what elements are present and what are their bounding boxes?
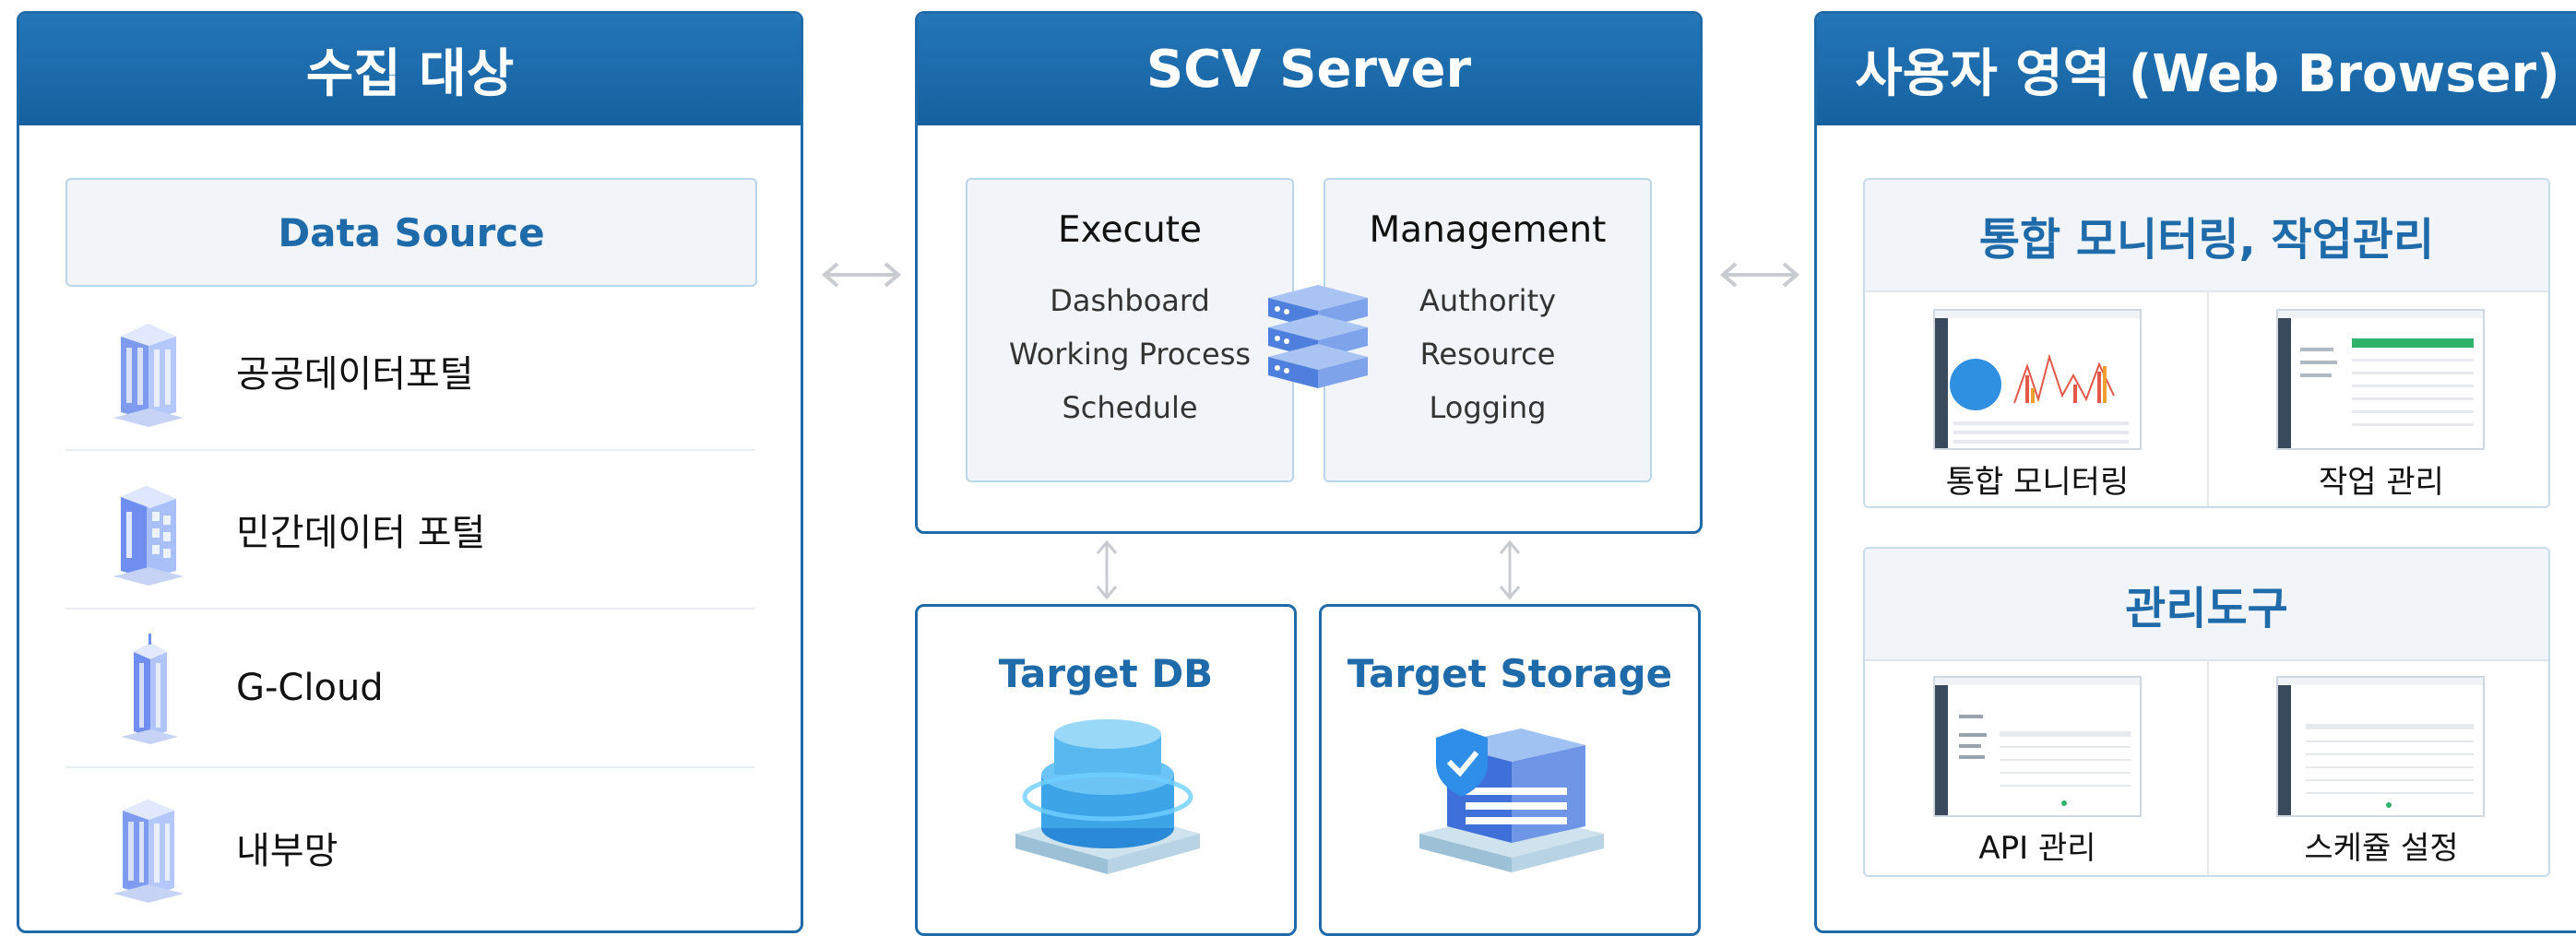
schedule-settings-thumbnail: [2276, 676, 2485, 817]
dashboard-thumbnail: [1933, 309, 2142, 450]
source-label: 공공데이터포털: [236, 353, 474, 396]
source-row: G-Cloud: [65, 610, 755, 768]
api-table-icon: [1935, 678, 2140, 815]
target-db-title: Target DB: [998, 651, 1214, 696]
monitoring-item-label: 통합 모니터링: [1945, 464, 2130, 501]
execute-box: Execute Dashboard Working Process Schedu…: [966, 178, 1294, 482]
building-icon: [113, 800, 184, 903]
vertical-arrow-icon: [1096, 539, 1118, 600]
admin-item-label: API 관리: [1978, 830, 2096, 867]
job-table-icon: [2278, 311, 2483, 448]
admin-item-label: 스케쥴 설정: [2304, 830, 2459, 867]
execute-title: Execute: [1058, 209, 1202, 251]
source-row: 공공데이터포털: [65, 292, 755, 451]
job-management-thumbnail: [2276, 309, 2485, 450]
collection-target-panel: 수집 대상 Data Source 공공데이터포털: [17, 11, 803, 933]
source-label: 내부망: [236, 830, 338, 872]
api-management-thumbnail: [1933, 676, 2142, 817]
server-rack-icon: [1268, 285, 1368, 388]
card-divider: [2207, 290, 2209, 506]
dashboard-chart-icon: [1935, 311, 2140, 448]
target-db-box: Target DB: [915, 604, 1297, 936]
user-area-title: 사용자 영역 (Web Browser): [1817, 14, 2576, 125]
execute-item: Working Process: [1008, 337, 1252, 372]
tower-icon: [121, 634, 178, 744]
schedule-table-icon: [2278, 678, 2483, 815]
target-storage-title: Target Storage: [1347, 651, 1673, 696]
monitoring-item-label: 작업 관리: [2319, 464, 2444, 501]
data-source-box: Data Source: [65, 178, 757, 287]
target-storage-box: Target Storage: [1319, 604, 1701, 936]
management-box: Management Authority Resource Logging: [1324, 178, 1652, 482]
execute-item: Schedule: [1062, 390, 1198, 425]
management-item: Authority: [1419, 283, 1557, 318]
database-icon: [1015, 719, 1200, 874]
bidirectional-arrow-icon: [1719, 262, 1800, 288]
vertical-arrow-icon: [1499, 539, 1521, 600]
admin-tools-card: 관리도구 API 관리 스케쥴 설정: [1863, 547, 2550, 877]
data-source-label: Data Source: [278, 209, 545, 255]
scv-server-title: SCV Server: [918, 14, 1700, 125]
user-area-panel: 사용자 영역 (Web Browser) 통합 모니터링, 작업관리 통합 모니…: [1814, 11, 2576, 933]
monitoring-card: 통합 모니터링, 작업관리 통합 모니터링 작업 관리: [1863, 178, 2550, 508]
storage-shield-icon: [1419, 729, 1604, 872]
building-icon: [113, 324, 184, 427]
management-item: Resource: [1419, 337, 1556, 372]
monitoring-card-title: 통합 모니터링, 작업관리: [1865, 180, 2548, 292]
source-label: 민간데이터 포털: [236, 512, 486, 554]
execute-item: Dashboard: [1050, 283, 1210, 318]
source-row: 민간데이터 포털: [65, 451, 755, 610]
source-row: 내부망: [65, 768, 755, 927]
collection-target-title: 수집 대상: [19, 14, 801, 125]
scv-server-panel: SCV Server Execute Dashboard Working Pro…: [915, 11, 1703, 534]
building-icon: [113, 486, 184, 586]
admin-tools-title: 관리도구: [1865, 549, 2548, 661]
management-title: Management: [1369, 209, 1607, 251]
management-item: Logging: [1429, 390, 1547, 425]
card-divider: [2207, 659, 2209, 875]
source-label: G-Cloud: [236, 667, 384, 709]
bidirectional-arrow-icon: [821, 262, 902, 288]
